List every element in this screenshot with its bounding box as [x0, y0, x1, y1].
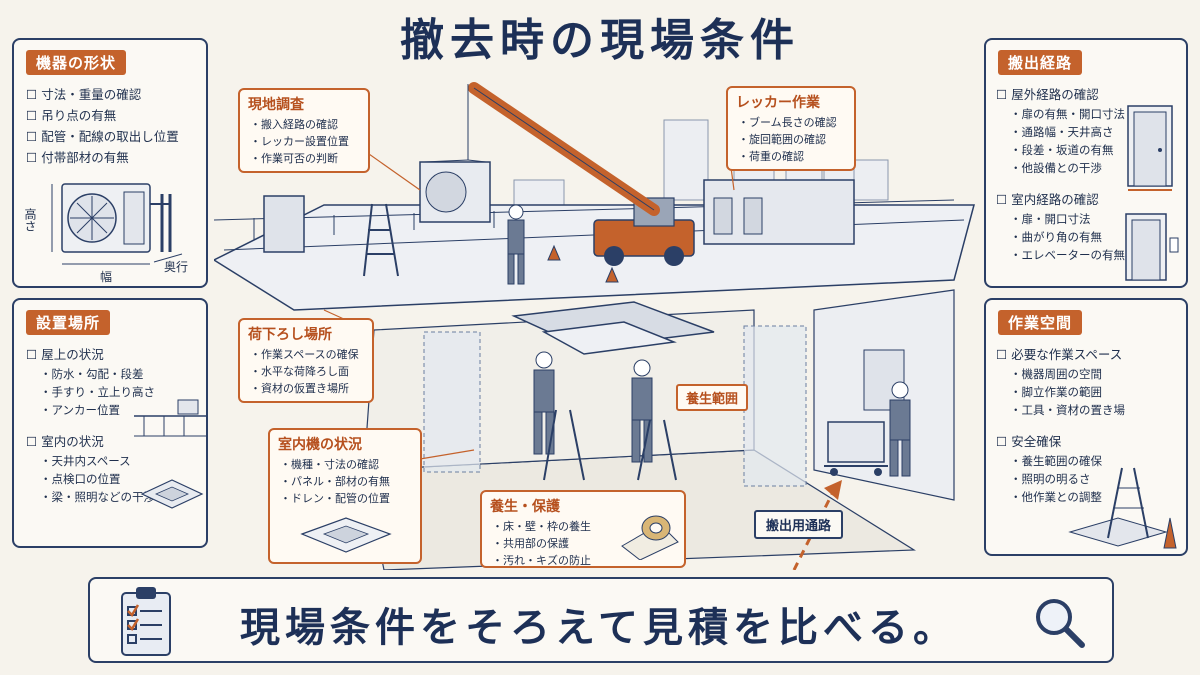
list-item: 他作業との調整 [1010, 488, 1186, 506]
list-item: 作業スペースの確保 [250, 346, 364, 363]
magnifier-icon [1036, 599, 1085, 648]
protection-area-label: 養生範囲 [676, 384, 749, 411]
rooftop-railing-illustration [134, 399, 206, 437]
footer-message: 現場条件をそろえて見積を比べる。 [240, 605, 958, 651]
indoor-route-title: 室内経路の確認 [996, 189, 1186, 210]
work-space-panel: 作業空間 必要な作業スペース 機器周囲の空間 脚立作業の範囲 工具・資材の置き場… [984, 298, 1188, 556]
equipment-shape-panel: 機器の形状 寸法・重量の確認 吊り点の有無 配管・配線の取出し位置 付帯部材の有… [12, 38, 208, 288]
installation-location-panel: 設置場所 屋上の状況 防水・勾配・段差 手すり・立上り高さ アンカー位置 室内の… [12, 298, 208, 548]
list-item: 脚立作業の範囲 [1010, 383, 1186, 401]
required-space-title: 必要な作業スペース [996, 344, 1186, 365]
indoor-condition-title: 室内の状況 [26, 431, 206, 452]
list-item: 照明の明るさ [1010, 470, 1186, 488]
door-opening-illustration [1127, 105, 1173, 191]
list-item: ドレン・配管の位置 [280, 490, 412, 507]
list-item: 通路幅・天井高さ [1010, 123, 1186, 141]
work-space-heading: 作業空間 [998, 310, 1083, 335]
list-item: 機種・寸法の確認 [280, 456, 412, 473]
ceiling-cassette-illustration [140, 479, 204, 509]
list-item: パネル・部材の有無 [280, 473, 412, 490]
installation-location-heading: 設置場所 [26, 310, 111, 335]
list-item: レッカー設置位置 [250, 133, 360, 150]
cassette-panel-illustration [300, 517, 392, 553]
list-item: 汚れ・キズの防止 [492, 552, 676, 569]
protection-sheet-right [743, 325, 807, 487]
width-dimension-label: 幅 [100, 270, 113, 284]
callout-crane: レッカー作業 ブーム長さの確認 旋回範囲の確認 荷重の確認 [726, 86, 856, 171]
ceiling-cassette-unit [541, 321, 677, 355]
height-dimension-label: 高さ [23, 208, 37, 232]
callout-protection-title: 養生・保護 [490, 499, 560, 515]
list-item: 手すり・立上り高さ [40, 383, 206, 401]
clipboard-icon [121, 587, 171, 656]
callout-indoor-unit-title: 室内機の状況 [278, 437, 362, 453]
list-item: 機器周囲の空間 [1010, 365, 1186, 383]
list-item: 寸法・重量の確認 [26, 84, 206, 105]
rooftop-worker [507, 204, 525, 285]
indoor-worker-left [533, 351, 555, 455]
hanging-outdoor-unit [419, 159, 491, 223]
depth-dimension-label: 奥行 [164, 260, 189, 274]
protection-sheet-left [423, 331, 481, 473]
cart-with-unit [824, 421, 888, 476]
safety-title: 安全確保 [996, 431, 1186, 452]
list-item: 他設備との干渉 [1010, 159, 1186, 177]
callout-crane-title: レッカー作業 [736, 95, 820, 111]
carry-out-path-label: 搬出用通路 [754, 510, 844, 539]
callout-site-survey: 現地調査 搬入経路の確認 レッカー設置位置 作業可否の判断 [238, 88, 370, 173]
carry-out-route-panel: 搬出経路 屋外経路の確認 扉の有無・開口寸法 通路幅・天井高さ 段差・坂道の有無… [984, 38, 1188, 288]
list-item: アンカー位置 [40, 401, 206, 419]
list-item: 共用部の保護 [492, 535, 676, 552]
list-item: 旋回範囲の確認 [738, 131, 846, 148]
list-item: 養生範囲の確保 [1010, 452, 1186, 470]
callout-protection: 養生・保護 床・壁・枠の養生 共用部の保護 汚れ・キズの防止 [480, 490, 686, 568]
outdoor-route-title: 屋外経路の確認 [996, 84, 1186, 105]
page-title: 撤去時の現場条件 [400, 15, 800, 66]
list-item: 梁・照明などの干渉 [40, 488, 206, 506]
list-item: 床・壁・枠の養生 [492, 518, 676, 535]
callout-indoor-unit: 室内機の状況 機種・寸法の確認 パネル・部材の有無 ドレン・配管の位置 [268, 428, 422, 564]
rooftop-outdoor-unit [263, 195, 305, 253]
footer-banner: 現場条件をそろえて見積を比べる。 [88, 577, 1114, 663]
equipment-shape-list: 寸法・重量の確認 吊り点の有無 配管・配線の取出し位置 付帯部材の有無 [26, 84, 206, 168]
list-item: 吊り点の有無 [26, 105, 206, 126]
list-item: 配管・配線の取出し位置 [26, 126, 206, 147]
elevator-illustration [1125, 213, 1179, 281]
list-item: 資材の仮置き場所 [250, 380, 364, 397]
rooftop-slab [214, 204, 975, 311]
outdoor-unit-dimension-illustration [51, 183, 183, 265]
equipment-shape-heading: 機器の形状 [26, 50, 127, 75]
list-item: ブーム長さの確認 [738, 114, 846, 131]
list-item: 段差・坂道の有無 [1010, 141, 1186, 159]
list-item: 曲がり角の有無 [1010, 228, 1186, 246]
cart-worker [889, 381, 911, 477]
rooftop-condition-title: 屋上の状況 [26, 344, 206, 365]
stepladder-and-cone-illustration [1068, 467, 1177, 549]
carry-out-route-heading: 搬出経路 [998, 50, 1083, 75]
indoor-worker-right [631, 359, 653, 463]
list-item: 作業可否の判断 [250, 150, 360, 167]
list-item: 扉の有無・開口寸法 [1010, 105, 1186, 123]
tape-roll-illustration [621, 515, 679, 560]
list-item: 搬入経路の確認 [250, 116, 360, 133]
list-item: 扉・開口寸法 [1010, 210, 1186, 228]
list-item: 付帯部材の有無 [26, 147, 206, 168]
rooftop-ladder [363, 203, 399, 277]
list-item: 水平な荷降ろし面 [250, 363, 364, 380]
list-item: エレベーターの有無 [1010, 246, 1186, 264]
list-item: 点検口の位置 [40, 470, 206, 488]
callout-site-survey-title: 現地調査 [248, 97, 304, 113]
callout-unloading-title: 荷下ろし場所 [248, 327, 332, 343]
callout-unloading: 荷下ろし場所 作業スペースの確保 水平な荷降ろし面 資材の仮置き場所 [238, 318, 374, 403]
list-item: 工具・資材の置き場 [1010, 401, 1186, 419]
list-item: 防水・勾配・段差 [40, 365, 206, 383]
list-item: 天井内スペース [40, 452, 206, 470]
crane-truck [467, 82, 695, 266]
list-item: 荷重の確認 [738, 148, 846, 165]
